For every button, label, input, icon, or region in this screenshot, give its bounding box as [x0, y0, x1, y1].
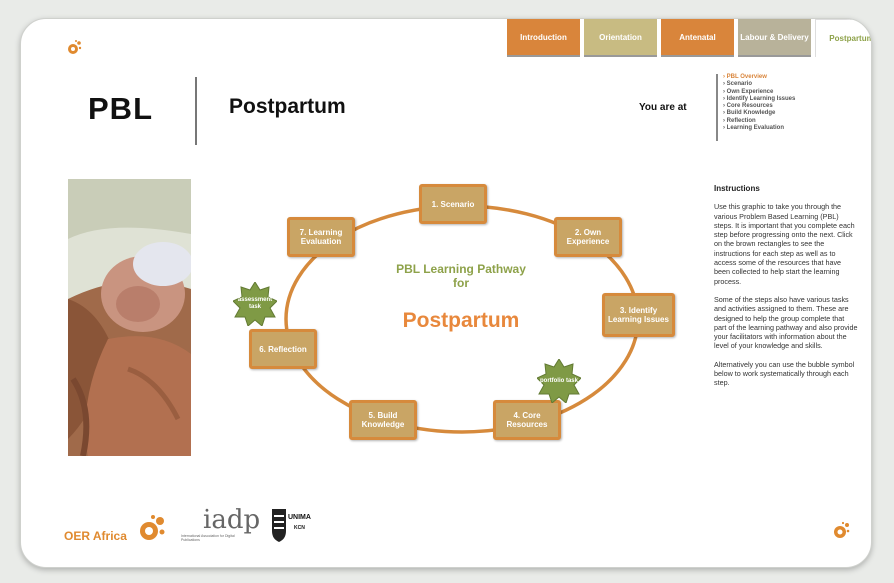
- assessment-task-label: assessment task: [237, 297, 273, 310]
- section-tabs: Introduction Orientation Antenatal Labou…: [507, 19, 871, 57]
- page-title: PBL: [88, 91, 153, 126]
- pathway-topic: Postpartum: [402, 309, 520, 332]
- star-badge-icon: [536, 358, 582, 404]
- next-step-bubble-icon[interactable]: [831, 521, 851, 541]
- nav-item-learning-evaluation[interactable]: › Learning Evaluation: [723, 125, 785, 132]
- nav-item-pbl-overview[interactable]: › PBL Overview: [723, 74, 767, 80]
- header-divider: [195, 77, 197, 145]
- nav-item-own-experience[interactable]: › Own Experience: [723, 88, 774, 95]
- tab-introduction[interactable]: Introduction: [507, 19, 580, 57]
- tab-orientation[interactable]: Orientation: [584, 19, 657, 57]
- breadcrumb-nav: › PBL Overview › Scenario › Own Experien…: [723, 74, 795, 132]
- pathway-title: PBL Learning Pathway for: [396, 262, 526, 290]
- assessment-task-badge[interactable]: assessment task: [232, 281, 278, 327]
- oer-bubble-icon[interactable]: [65, 39, 83, 57]
- instructions-panel: Instructions Use this graphic to take yo…: [714, 184, 858, 397]
- iadp-logo-subtext: International Association for Digital Pu…: [181, 534, 235, 542]
- app-frame: Introduction Orientation Antenatal Labou…: [20, 18, 872, 568]
- step-learning-evaluation[interactable]: 7. Learning Evaluation: [287, 217, 355, 257]
- oer-africa-logo-icon: [140, 515, 165, 540]
- nav-item-reflection[interactable]: › Reflection: [723, 117, 756, 124]
- unima-logo-text: UNIMA: [288, 514, 311, 521]
- step-reflection[interactable]: 6. Reflection: [249, 329, 317, 369]
- instructions-paragraph-3: Alternatively you can use the bubble sym…: [714, 359, 855, 388]
- step-core-resources[interactable]: 4. Core Resources: [493, 400, 561, 440]
- iadp-logo-text: iadp: [203, 505, 261, 535]
- portfolio-task-label: portfolio task: [539, 377, 578, 384]
- nav-item-build-knowledge[interactable]: › Build Knowledge: [723, 110, 776, 117]
- nav-item-identify-learning-issues[interactable]: › Identify Learning Issues: [723, 95, 796, 102]
- tab-postpartum[interactable]: Postpartum: [815, 19, 871, 57]
- unima-crest-icon: [272, 509, 286, 542]
- nav-item-core-resources[interactable]: › Core Resources: [723, 103, 773, 110]
- step-own-experience[interactable]: 2. Own Experience: [554, 217, 622, 257]
- page-subtitle: Postpartum: [229, 95, 346, 118]
- instructions-heading: Instructions: [714, 184, 760, 193]
- step-identify-learning-issues[interactable]: 3. Identify Learning Issues: [602, 293, 675, 337]
- nav-divider: [716, 74, 718, 141]
- you-are-at-label: You are at: [639, 102, 687, 113]
- newborn-photo: [68, 179, 191, 456]
- star-badge-icon: [232, 281, 278, 327]
- portfolio-task-badge[interactable]: portfolio task: [536, 358, 582, 404]
- pbl-pathway-diagram: PBL Learning Pathway for Postpartum 1. S…: [232, 179, 681, 454]
- step-build-knowledge[interactable]: 5. Build Knowledge: [349, 400, 417, 440]
- nav-item-scenario[interactable]: › Scenario: [723, 81, 753, 88]
- instructions-paragraph-1: Use this graphic to take you through the…: [714, 202, 855, 286]
- unima-logo-subtext: KCN: [294, 525, 305, 531]
- tab-labour-delivery[interactable]: Labour & Delivery: [738, 19, 811, 57]
- footer-logos: OER Africa iadp International Associatio…: [61, 489, 341, 549]
- instructions-paragraph-2: Some of the steps also have various task…: [714, 294, 858, 351]
- oer-africa-logo-text: OER Africa: [64, 529, 127, 543]
- tab-antenatal[interactable]: Antenatal: [661, 19, 734, 57]
- step-scenario[interactable]: 1. Scenario: [419, 184, 487, 224]
